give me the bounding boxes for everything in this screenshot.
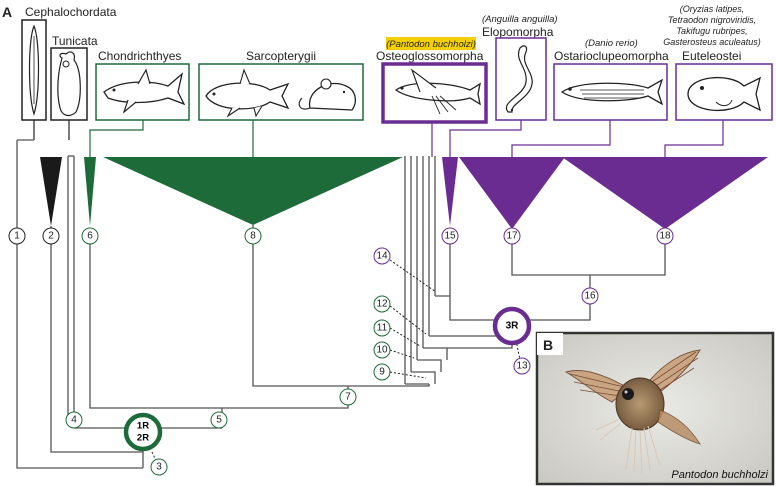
vertebrate-wgd-ring: [123, 412, 163, 452]
label-elopo-species: (Anguilla anguilla): [482, 14, 558, 25]
wgd-1r-label: 1R: [137, 421, 149, 432]
svg-text:5: 5: [216, 415, 222, 426]
svg-text:2: 2: [48, 231, 54, 242]
node-18: 18: [656, 227, 674, 245]
eel-illustration: [495, 37, 547, 121]
tunicata-triangle: [40, 157, 62, 226]
highlight-pantodon: [386, 37, 476, 50]
panel-label-b: B: [543, 337, 553, 353]
coelacanth-mouse-illustration: [198, 63, 364, 121]
elopomorpha-triangle: [442, 157, 458, 226]
node-16: 16: [581, 287, 599, 305]
chondrichthyes-triangle: [84, 157, 96, 226]
svg-text:12: 12: [376, 299, 388, 310]
svg-text:6: 6: [87, 231, 93, 242]
svg-text:10: 10: [376, 345, 388, 356]
node-2: 2: [42, 227, 60, 245]
label-osteo-species: (Pantodon buchholzi): [386, 39, 476, 50]
pantodon-illustration: [381, 62, 488, 124]
wgd-3r-label: 3R: [506, 321, 520, 332]
node-13: 13: [513, 357, 531, 375]
node-7: 7: [339, 388, 357, 406]
node-6: 6: [81, 227, 99, 245]
node-4: 4: [65, 411, 83, 429]
shark-illustration: [95, 63, 190, 121]
svg-text:11: 11: [377, 323, 388, 334]
panel-b-photo: Pantodon buchholzi B: [535, 331, 775, 486]
label-sarcopterygii: Sarcopterygii: [246, 49, 316, 63]
node-12: 12: [373, 295, 391, 313]
svg-text:7: 7: [345, 392, 351, 403]
label-chondrichthyes: Chondrichthyes: [98, 49, 181, 63]
tree-lines: [16, 139, 666, 469]
svg-text:9: 9: [379, 367, 385, 378]
wgd-2r-label: 2R: [137, 433, 149, 444]
label-eutel-species-1: (Oryzias latipes,: [680, 4, 745, 14]
ostario-triangle: [459, 157, 565, 229]
label-ostario: Ostarioclupeomorpha: [554, 49, 669, 63]
label-tunicata: Tunicata: [52, 34, 98, 48]
label-ostario-species: (Danio rerio): [585, 38, 638, 49]
cephalochordata-illustration: [21, 19, 47, 121]
svg-text:13: 13: [516, 361, 528, 372]
zebrafish-illustration: [553, 63, 668, 121]
node-8: 8: [244, 227, 262, 245]
node-markers: 1 2 3 4 5 6 7 8 9 10 11 12 13 14 15 16 1…: [8, 227, 674, 476]
svg-text:3: 3: [156, 462, 162, 473]
label-osteoglossomorpha: Osteoglossomorpha: [376, 49, 484, 63]
node-9: 9: [373, 363, 391, 381]
tunicata-illustration: [50, 47, 88, 121]
svg-text:8: 8: [250, 231, 256, 242]
pufferfish-illustration: [675, 63, 773, 121]
node-5: 5: [210, 411, 228, 429]
label-cephalochordata: Cephalochordata: [25, 5, 117, 19]
dashed-leaders: [151, 259, 521, 466]
panel-label-a: A: [2, 4, 12, 20]
label-elopomorpha: Elopomorpha: [482, 25, 554, 39]
svg-text:14: 14: [376, 251, 388, 262]
svg-text:17: 17: [506, 231, 518, 242]
svg-text:16: 16: [584, 291, 596, 302]
photo-caption: Pantodon buchholzi: [671, 469, 768, 481]
label-eutel-species-4: Gasterosteus aculeatus): [663, 37, 761, 47]
teleost-wgd-ring: [492, 306, 532, 346]
node-1: 1: [8, 227, 26, 245]
panel-b-label-bg: [537, 333, 563, 355]
svg-text:15: 15: [444, 231, 456, 242]
node-3: 3: [150, 458, 168, 476]
label-eutel-species-3: Takifugu rubripes,: [676, 26, 747, 36]
node-15: 15: [441, 227, 459, 245]
node-14: 14: [373, 247, 391, 265]
svg-text:18: 18: [659, 231, 671, 242]
box-connectors: [33, 120, 724, 157]
sarcopterygii-triangle: [103, 157, 403, 225]
label-eutel-species-2: Tetraodon nigroviridis,: [668, 15, 756, 25]
euteleostei-triangle: [562, 157, 768, 229]
node-10: 10: [373, 341, 391, 359]
node-17: 17: [503, 227, 521, 245]
svg-text:4: 4: [71, 415, 77, 426]
label-euteleostei: Euteleostei: [682, 49, 741, 63]
node-11: 11: [373, 319, 391, 337]
svg-text:1: 1: [14, 231, 20, 242]
